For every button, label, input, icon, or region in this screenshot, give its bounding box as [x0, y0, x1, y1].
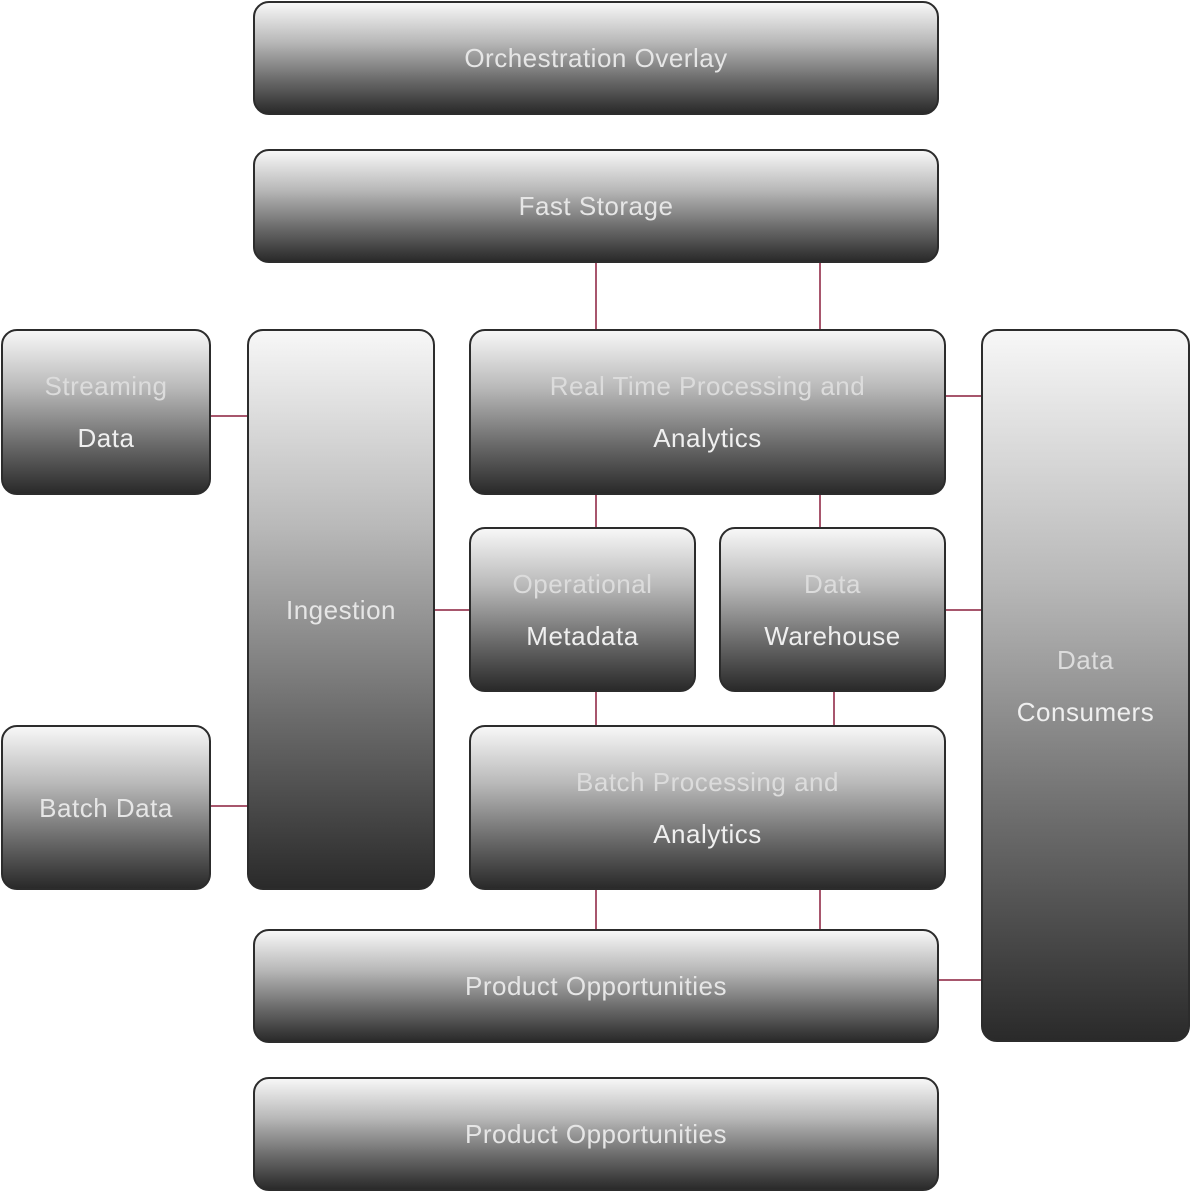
ingestion-label: Ingestion	[285, 594, 397, 625]
product-opportunities-box-1[interactable]: Product Opportunities	[253, 929, 939, 1043]
data-consumers-label-line2: Consumers	[1016, 696, 1155, 727]
fast-storage-box[interactable]: Fast Storage	[253, 149, 939, 263]
ingestion-box[interactable]: Ingestion	[247, 329, 435, 890]
data-warehouse-box[interactable]: Data Warehouse	[719, 527, 946, 692]
product-opportunities-label-1: Product Opportunities	[465, 971, 727, 1001]
batch-data-label: Batch Data	[39, 792, 173, 823]
operational-metadata-box[interactable]: Operational Metadata	[469, 527, 696, 692]
data-consumers-label-line1: Data	[1057, 644, 1114, 675]
operational-metadata-label-line2: Metadata	[526, 620, 639, 651]
streaming-data-label-line1: Streaming	[44, 371, 168, 401]
operational-metadata-label-line1: Operational	[512, 568, 653, 599]
data-warehouse-label-line1: Data	[804, 568, 861, 599]
data-warehouse-label-line2: Warehouse	[764, 620, 901, 651]
data-consumers-box[interactable]: Data Consumers	[981, 329, 1190, 1042]
realtime-processing-label-line1: Real Time Processing and	[549, 371, 866, 401]
orchestration-overlay-box[interactable]: Orchestration Overlay	[253, 1, 939, 115]
streaming-data-box[interactable]: Streaming Data	[1, 329, 211, 495]
batch-processing-label-line1: Batch Processing and	[576, 766, 839, 797]
orchestration-overlay-label: Orchestration Overlay	[464, 43, 728, 73]
realtime-processing-label-line2: Analytics	[653, 423, 762, 453]
streaming-data-label-line2: Data	[77, 423, 135, 453]
fast-storage-label: Fast Storage	[518, 191, 674, 221]
batch-data-box[interactable]: Batch Data	[1, 725, 211, 890]
product-opportunities-label-2: Product Opportunities	[465, 1119, 727, 1149]
batch-processing-box[interactable]: Batch Processing and Analytics	[469, 725, 946, 890]
product-opportunities-box-2[interactable]: Product Opportunities	[253, 1077, 939, 1191]
batch-processing-label-line2: Analytics	[653, 818, 762, 849]
realtime-processing-box[interactable]: Real Time Processing and Analytics	[469, 329, 946, 495]
